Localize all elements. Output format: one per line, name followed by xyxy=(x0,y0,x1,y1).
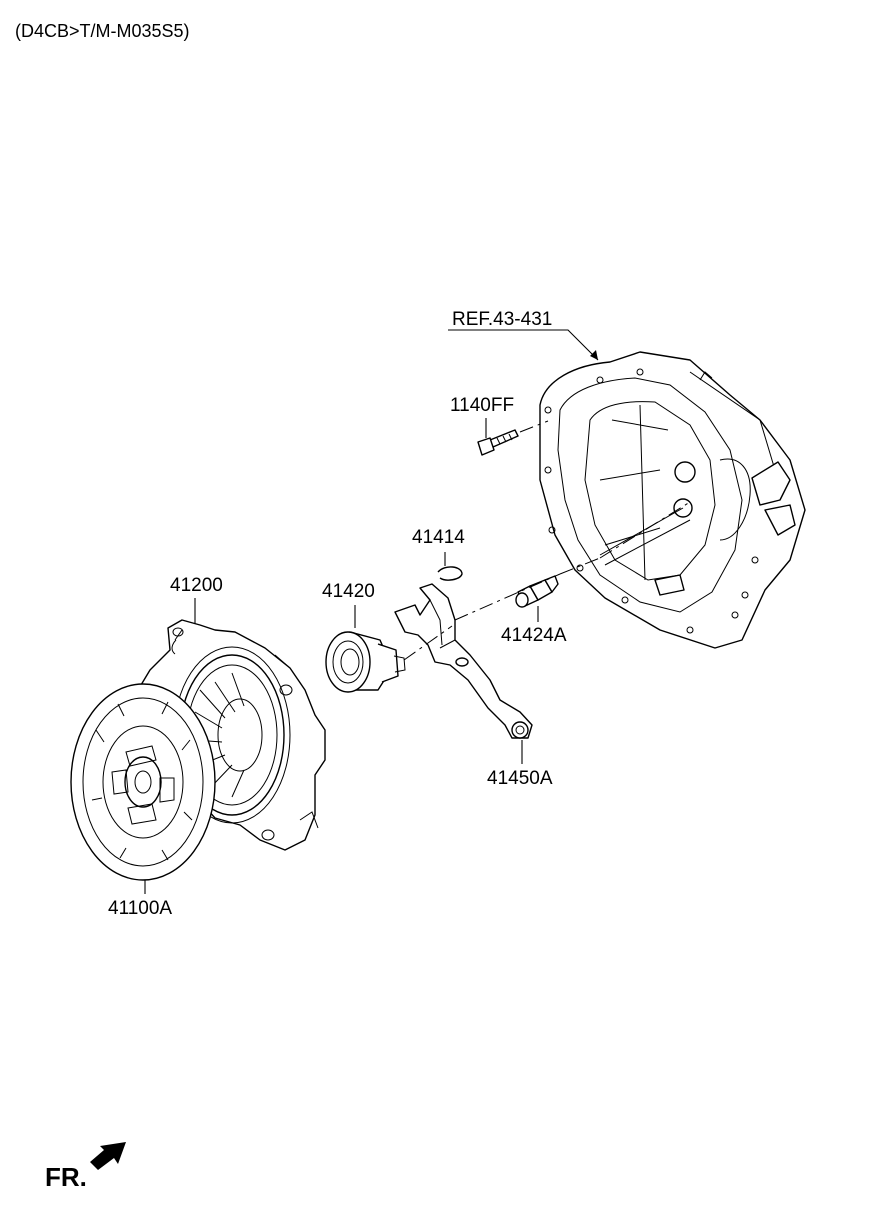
ref-label: REF.43-431 xyxy=(452,309,552,330)
bolt-center-line xyxy=(519,420,549,433)
ref-leader-line xyxy=(448,329,599,361)
cover-label: 41200 xyxy=(170,575,223,596)
bolt-label: 1140FF xyxy=(450,395,514,416)
clutch-disc xyxy=(70,683,216,881)
fork-label: 41450A xyxy=(487,768,553,789)
bolt xyxy=(477,429,519,456)
fitting-label: 41424A xyxy=(501,625,567,646)
grease-fitting xyxy=(515,575,559,608)
fitting-center-line xyxy=(559,557,601,575)
ref-arrowhead xyxy=(590,350,598,360)
assembly-center-line xyxy=(403,501,691,661)
model-code-header: (D4CB>T/M-M035S5) xyxy=(15,21,190,41)
release-bearing xyxy=(325,631,406,693)
retainer-clip xyxy=(437,566,463,581)
front-direction-label: FR. xyxy=(45,1162,87,1192)
transmission-housing xyxy=(539,351,806,649)
bearing-label: 41420 xyxy=(322,581,375,602)
release-fork xyxy=(394,583,533,739)
front-direction-arrow-icon xyxy=(90,1142,126,1170)
clip-label: 41414 xyxy=(412,527,465,548)
disc-label: 41100A xyxy=(108,898,172,919)
